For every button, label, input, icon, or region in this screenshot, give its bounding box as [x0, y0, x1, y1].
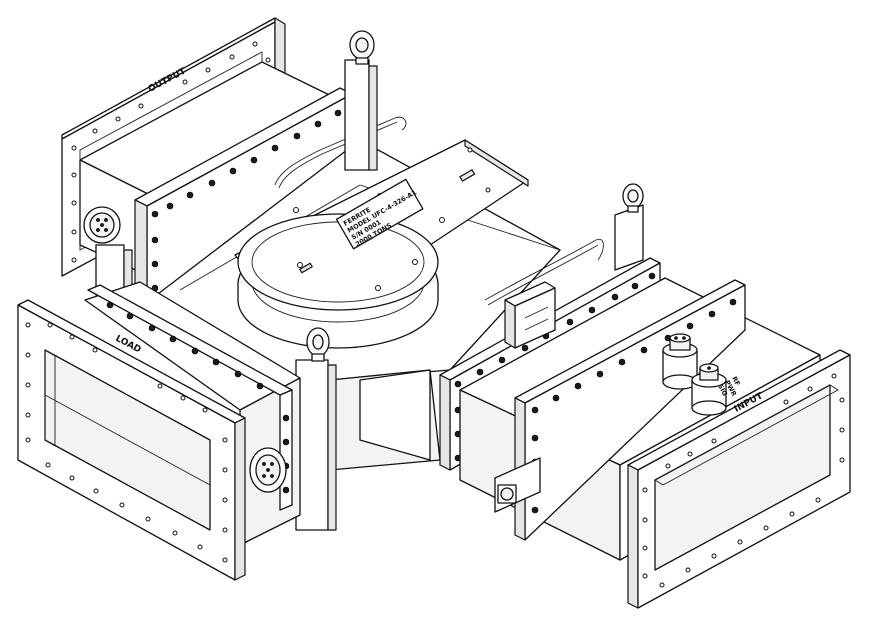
load-flange-holes — [25, 322, 228, 563]
lifting-eye-right — [614, 183, 644, 271]
rf-detector-connector-1 — [662, 333, 698, 390]
marking-line-1: RF — [730, 375, 742, 387]
side-bracket-connector — [494, 457, 541, 513]
input-port-flange: INPUT — [627, 349, 851, 609]
load-coax-connector — [249, 447, 287, 493]
load-port-flange: LOAD — [17, 299, 246, 581]
lifting-eye-top — [344, 30, 378, 171]
input-flange-holes — [642, 373, 845, 588]
output-coax-connector — [83, 206, 121, 244]
rf-detector-connector-2 — [691, 363, 727, 416]
lifting-eye-front — [295, 327, 337, 531]
junction-box — [504, 281, 556, 349]
circulator-housing: FERRITE MODEL UFC-4-326-A1 S/N 0001 2000… — [234, 139, 529, 349]
output-flange-bolts — [151, 109, 342, 292]
